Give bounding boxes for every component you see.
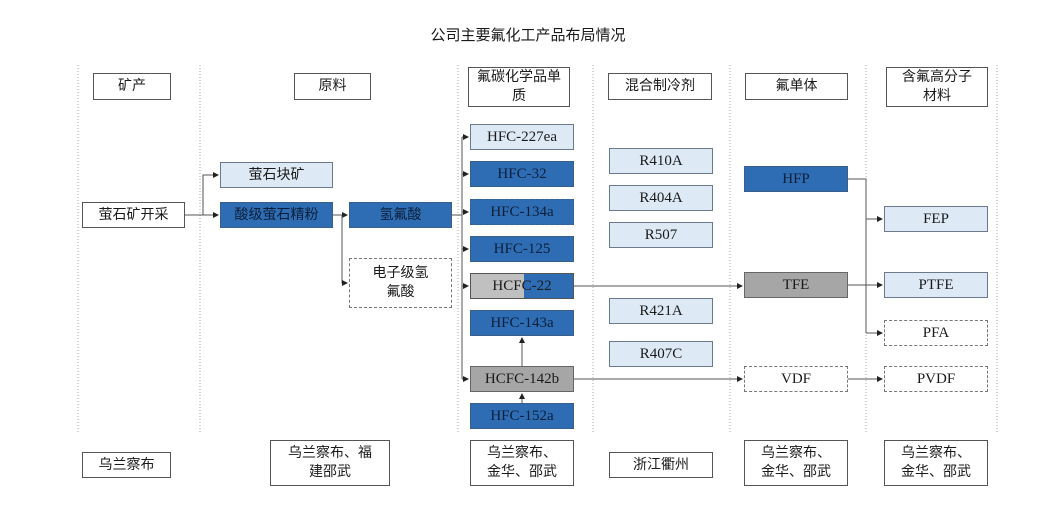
header-blends: 混合制冷剂 [608, 73, 712, 100]
fluorocarbon-box: HFC-143a [470, 310, 574, 336]
header-minerals: 矿产 [93, 73, 171, 100]
location-box: 乌兰察布、福建邵武 [270, 440, 390, 486]
header-monomers: 氟单体 [745, 73, 848, 100]
location-box: 乌兰察布 [82, 452, 171, 478]
blend-box: R507 [609, 222, 713, 248]
fluorocarbon-box: HFC-125 [470, 236, 574, 262]
fluorocarbon-box: HCFC-22 [470, 273, 574, 299]
polymer-box: PTFE [884, 272, 988, 298]
fluorocarbon-box: HFC-227ea [470, 124, 574, 150]
monomer-box: HFP [744, 166, 848, 192]
fluorocarbon-box: HCFC-142b [470, 366, 574, 392]
blend-box: R410A [609, 148, 713, 174]
hydrofluoric-acid: 氢氟酸 [349, 202, 452, 228]
electronic-grade-hf: 电子级氢氟酸 [349, 258, 452, 308]
fluorite-mining: 萤石矿开采 [82, 202, 185, 228]
monomer-box: TFE [744, 272, 848, 298]
monomer-box: VDF [744, 366, 848, 392]
polymer-box: PVDF [884, 366, 988, 392]
location-box: 乌兰察布、金华、邵武 [884, 440, 988, 486]
acid-grade-fluorite: 酸级萤石精粉 [220, 202, 333, 228]
diagram-title: 公司主要氟化工产品布局情况 [430, 26, 626, 44]
header-polymers: 含氟高分子材料 [886, 67, 988, 107]
blend-box: R407C [609, 341, 713, 367]
blend-box: R421A [609, 298, 713, 324]
fluorocarbon-box: HFC-152a [470, 403, 574, 429]
polymer-box: PFA [884, 320, 988, 346]
header-raw-materials: 原料 [294, 73, 371, 100]
blend-box: R404A [609, 185, 713, 211]
fluorite-lump-ore: 萤石块矿 [220, 162, 333, 188]
location-box: 浙江衢州 [609, 452, 713, 478]
header-fluorocarbons: 氟碳化学品单质 [468, 67, 570, 107]
fluorocarbon-box: HFC-32 [470, 161, 574, 187]
fluorocarbon-box: HFC-134a [470, 199, 574, 225]
location-box: 乌兰察布、金华、邵武 [744, 440, 848, 486]
polymer-box: FEP [884, 206, 988, 232]
location-box: 乌兰察布、金华、邵武 [470, 440, 574, 486]
